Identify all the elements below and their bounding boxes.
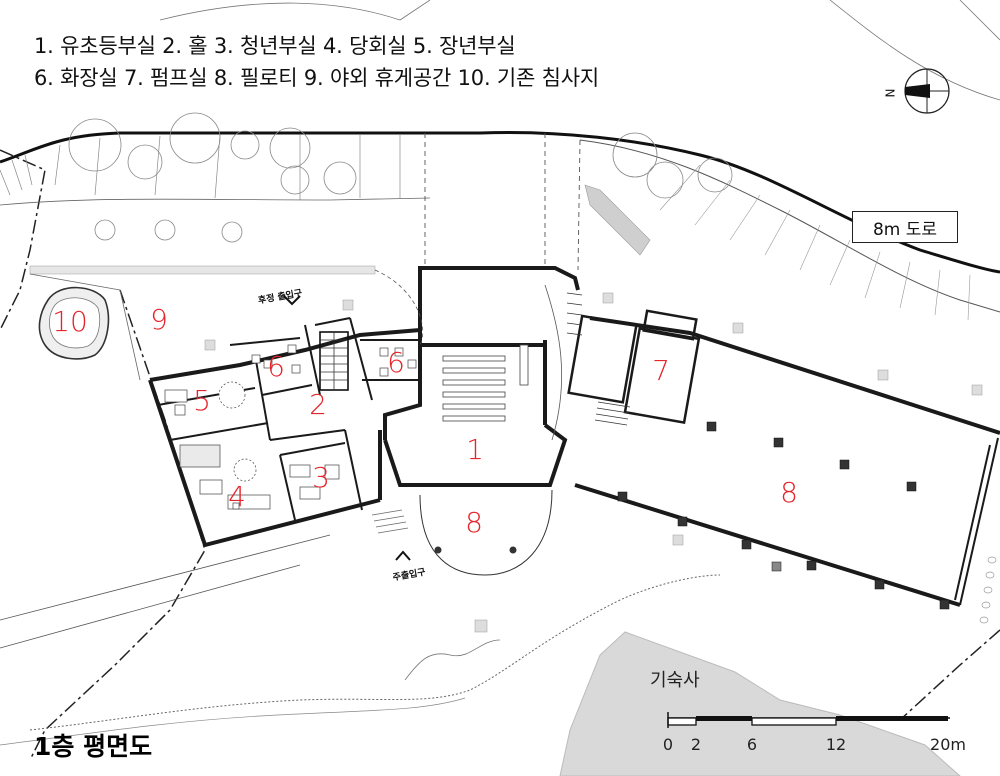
dashed-walkway xyxy=(424,133,581,271)
room-number-6b: 6 xyxy=(387,346,405,379)
pilotis-columns xyxy=(617,421,950,610)
room-number-1: 1 xyxy=(466,433,484,466)
lower-site-edge xyxy=(29,574,721,731)
column xyxy=(434,546,442,554)
room-3-furniture xyxy=(289,464,340,500)
room-number-9: 9 xyxy=(150,303,168,336)
stone-wall-patch xyxy=(584,184,651,256)
lower-site-edge-2 xyxy=(0,697,466,746)
scale-tick-0: 0 xyxy=(662,735,674,754)
north-compass xyxy=(904,68,950,114)
road-top-curve xyxy=(159,0,431,21)
pilotis-front-curve xyxy=(419,489,553,576)
scale-bar xyxy=(667,712,950,728)
road-label: 8m 도로 xyxy=(852,211,958,243)
room-number-6a: 6 xyxy=(267,350,285,383)
outdoor-path-line-2 xyxy=(0,564,301,649)
pilotis-structure xyxy=(574,316,1000,607)
arc-right xyxy=(544,284,563,441)
trees xyxy=(68,112,733,243)
room-number-8b: 8 xyxy=(780,476,798,509)
slope-hatching-right xyxy=(659,164,971,321)
room-number-4: 4 xyxy=(228,480,246,513)
outdoor-rest-edge-2 xyxy=(119,289,141,381)
entrance-steps xyxy=(371,509,409,534)
slope-hatching-left xyxy=(0,134,401,200)
plan-title: 1층 평면도 xyxy=(34,732,153,761)
room-5-furniture xyxy=(164,381,246,416)
column-2 xyxy=(509,546,517,554)
site-edge-thick xyxy=(0,130,1000,274)
rear-entrance-arrow xyxy=(283,295,301,306)
existing-building-shape xyxy=(559,631,961,776)
ground-pavers xyxy=(204,292,983,633)
site-boundary-line-2 xyxy=(29,289,206,761)
scale-tick-20m: 20m xyxy=(930,735,966,754)
existing-building-label: 기숙사 xyxy=(650,670,700,691)
road-edge-line xyxy=(579,139,1000,313)
room-number-10: 10 xyxy=(52,305,88,338)
slope-lower-edge xyxy=(0,197,431,206)
room-1-seating xyxy=(442,344,529,422)
road-upper-right xyxy=(829,0,1000,101)
scale-tick-12: 12 xyxy=(825,735,847,754)
room-number-7: 7 xyxy=(652,354,670,387)
pump-room xyxy=(567,309,701,425)
road-line-right xyxy=(959,0,1000,41)
room-number-8a: 8 xyxy=(465,506,483,539)
gravel-band xyxy=(29,265,376,275)
main-building-walls xyxy=(148,266,580,548)
site-boundary-line-3 xyxy=(899,629,1000,721)
site-boundary-line xyxy=(0,149,46,331)
legend-line-2: 6. 화장실 7. 펌프실 8. 필로티 9. 야외 휴게공간 10. 기존 침… xyxy=(34,66,599,90)
outdoor-rest-edge xyxy=(29,273,121,291)
pilotis-right-wall-dots xyxy=(979,556,997,624)
scale-tick-6: 6 xyxy=(746,735,758,754)
sedimentation-pond-inner xyxy=(49,297,101,349)
room-4-furniture xyxy=(179,444,271,510)
main-entrance-arrow xyxy=(395,550,411,561)
pump-room-stairs xyxy=(566,292,631,426)
room-number-3: 3 xyxy=(312,461,330,494)
scale-tick-2: 2 xyxy=(690,735,702,754)
compass-north-letter: N xyxy=(883,88,898,98)
interior-walls xyxy=(157,317,420,521)
lower-stream xyxy=(404,639,501,681)
room-number-2: 2 xyxy=(309,388,327,421)
pilotis-right-edge xyxy=(954,437,999,606)
hall-stairs xyxy=(319,331,349,391)
rear-curve-path xyxy=(374,269,424,346)
outdoor-path-line xyxy=(0,534,331,621)
room-number-5: 5 xyxy=(193,384,211,417)
restroom-fixtures xyxy=(251,344,417,377)
legend-line-1: 1. 유초등부실 2. 홀 3. 청년부실 4. 당회실 5. 장년부실 xyxy=(34,34,516,58)
